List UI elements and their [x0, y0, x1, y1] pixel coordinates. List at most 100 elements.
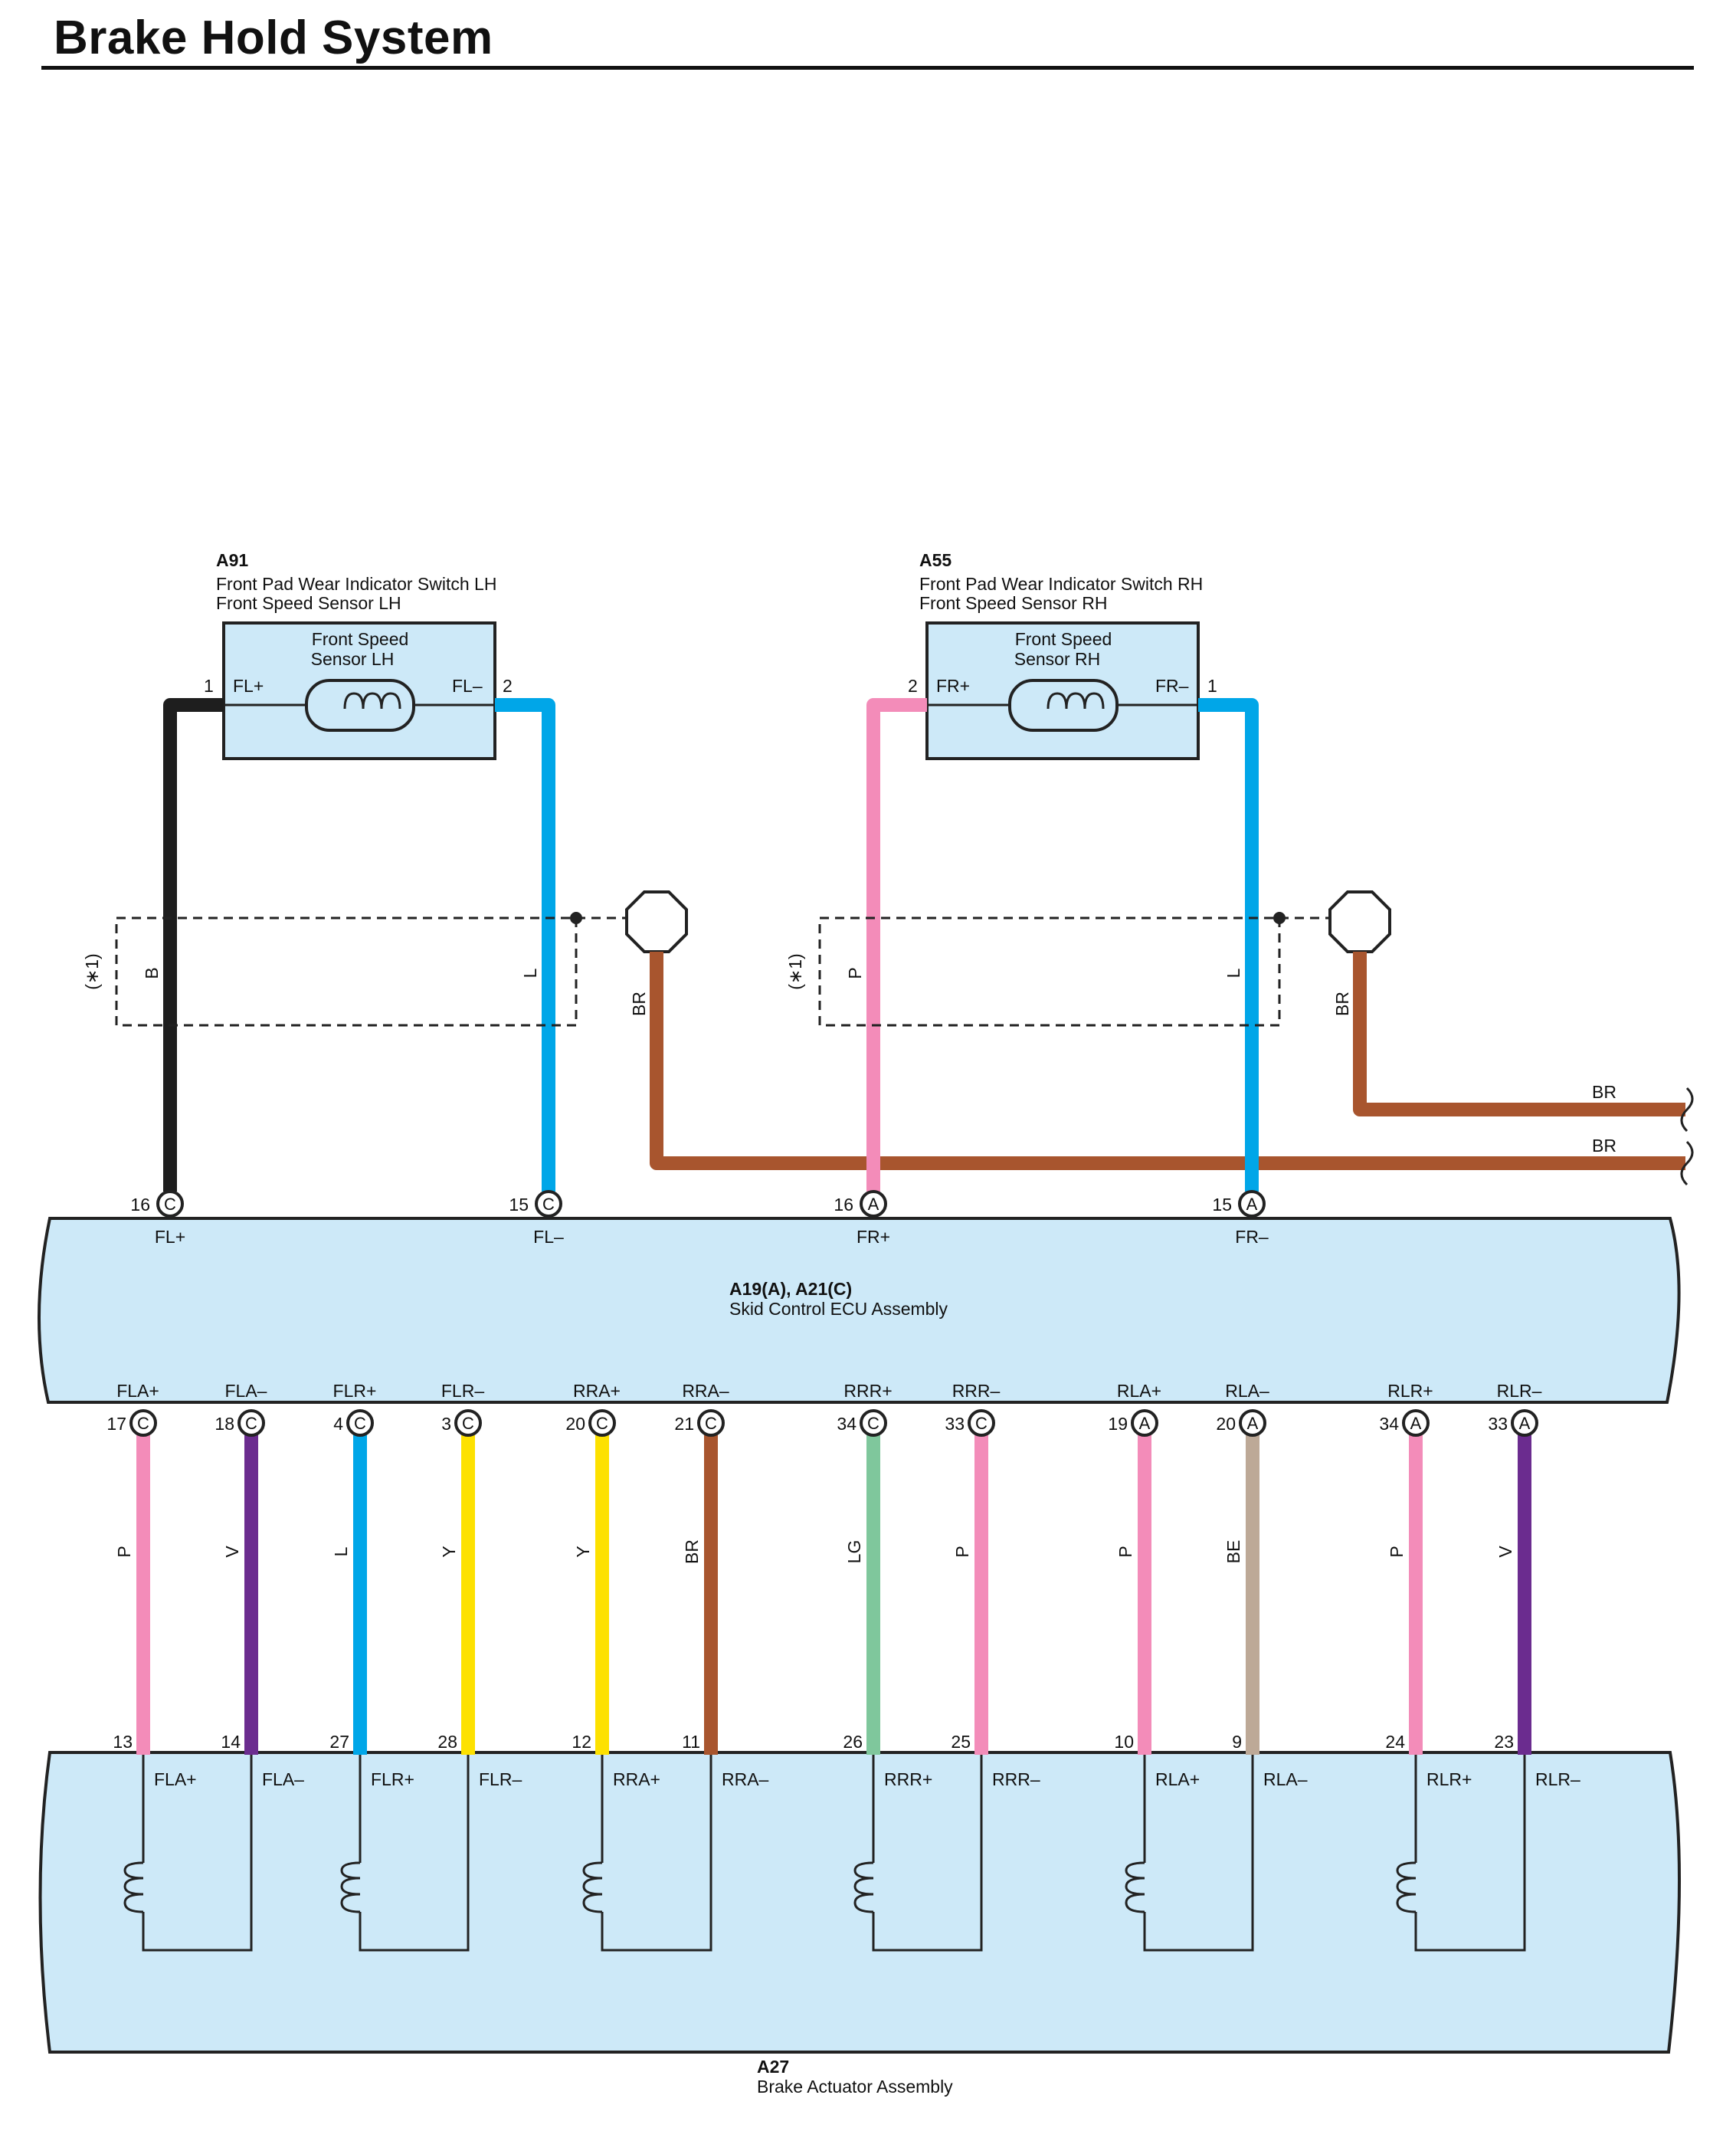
ecu-pin-label-flaminus: FLA– — [225, 1381, 267, 1401]
ecu-pin-conn-rlaplus: A — [1139, 1414, 1151, 1433]
solenoid-coil-icon — [123, 1861, 144, 1913]
ecu-pin-label-rrrplus: RRR+ — [843, 1381, 892, 1401]
solenoid-coil-icon — [340, 1861, 361, 1913]
ecu-pin-conn-rlaminus: A — [1247, 1414, 1259, 1433]
ecu-pin-conn-flrplus: C — [354, 1414, 366, 1433]
sensor-rh-pin-plus: 2 — [908, 676, 918, 696]
ecu-pin-conn-rrrplus: C — [867, 1414, 879, 1433]
ecu-pin-conn-rraplus: C — [596, 1414, 608, 1433]
wire-break-upper-icon — [1680, 1087, 1694, 1133]
ecu-pin-label-rlrplus: RLR+ — [1387, 1381, 1433, 1401]
ecu-pin-num-rraplus: 20 — [565, 1414, 585, 1434]
shield-lh-note: (∗1) — [82, 953, 102, 989]
wire-rh-label-l: L — [1223, 968, 1243, 978]
actuator-name: Brake Actuator Assembly — [757, 2077, 953, 2097]
ecu-pin-fl-plus-conn: C — [164, 1195, 176, 1214]
ecu-pin-fl-plus-label: FL+ — [155, 1227, 185, 1247]
solenoid-3 — [582, 1755, 712, 1952]
ecu-pin-circle-rlrplus — [1402, 1409, 1430, 1437]
ecu-pin-conn-flaminus: C — [245, 1414, 257, 1433]
ecu-pin-circle-rlaminus — [1239, 1409, 1266, 1437]
ecu-pin-circle-rlaplus — [1131, 1409, 1158, 1437]
title-rule — [41, 66, 1694, 70]
act-label-rlaplus: RLA+ — [1155, 1769, 1200, 1789]
act-label-rrrminus: RRR– — [992, 1769, 1040, 1789]
sensor-lh-coil-icon — [305, 679, 415, 732]
sensor-rh-pin-minus: 1 — [1207, 676, 1217, 696]
actuator-code: A27 — [757, 2057, 789, 2077]
shield-rh — [818, 916, 1281, 1027]
ecu-name: Skid Control ECU Assembly — [729, 1299, 948, 1319]
ecu-pin-fl-minus-conn: C — [542, 1195, 555, 1214]
ecu-pin-conn-rrrminus: C — [975, 1414, 988, 1433]
ecu-pin-conn-rraminus: C — [705, 1414, 717, 1433]
sensor-lh-name-2: Front Speed Sensor LH — [216, 593, 401, 613]
solenoid-coil-icon — [1396, 1861, 1417, 1913]
wire-rh-label-br: BR — [1332, 992, 1352, 1016]
act-pin-num-flrminus: 28 — [437, 1732, 457, 1752]
wire-code-flaplus: P — [114, 1546, 134, 1557]
sensor-lh-name-1: Front Pad Wear Indicator Switch LH — [216, 574, 496, 594]
bottom-circuits: C17FLA+P13FLA+C18FLA–V14FLA–C4FLR+L27FLR… — [106, 1381, 1580, 1952]
act-label-rraplus: RRA+ — [613, 1769, 660, 1789]
act-label-rlrplus: RLR+ — [1426, 1769, 1472, 1789]
wire-lh-label-br: BR — [629, 992, 649, 1016]
wire-code-rlrplus: P — [1387, 1546, 1407, 1557]
wire-code-flrminus: Y — [439, 1546, 459, 1557]
ecu-pin-circle-rlrminus — [1511, 1409, 1538, 1437]
wire-code-rlaminus: BE — [1223, 1540, 1243, 1564]
solenoid-coil-icon — [582, 1861, 603, 1913]
act-pin-num-rlaminus: 9 — [1232, 1732, 1242, 1752]
solenoid-2 — [340, 1755, 470, 1952]
solenoid-1 — [123, 1755, 253, 1952]
ecu-pin-fr-minus: A 15 FR– — [1212, 1190, 1269, 1247]
sensor-lh-box — [222, 621, 496, 760]
wire-lh-label-b: B — [142, 967, 162, 979]
act-label-flaminus: FLA– — [262, 1769, 304, 1789]
ecu-top-pins: C 16 FL+ C 15 FL– A 16 FR+ A 15 FR– — [130, 1190, 1269, 1247]
ecu-pin-label-rraplus: RRA+ — [573, 1381, 621, 1401]
sensor-rh-code: A55 — [919, 550, 952, 570]
sensor-rh-label-plus: FR+ — [936, 676, 970, 696]
ecu-code: A19(A), A21(C) — [729, 1279, 852, 1299]
ecu-pin-num-flaplus: 17 — [106, 1414, 126, 1434]
ecu-pin-label-flrminus: FLR– — [441, 1381, 484, 1401]
ecu-pin-fl-plus: C 16 FL+ — [130, 1190, 185, 1247]
wire-rh-fr-plus — [866, 698, 927, 1192]
ecu-pin-label-flrplus: FLR+ — [333, 1381, 377, 1401]
br-continuation-lower: BR — [1592, 1136, 1616, 1156]
wire-rh-fr-minus — [1198, 698, 1259, 1192]
sensor-lh-label-minus: FL– — [452, 676, 483, 696]
ecu-pin-fr-plus-label: FR+ — [857, 1227, 890, 1247]
ecu-pin-conn-rlrplus: A — [1410, 1414, 1422, 1433]
ecu-pin-circle-rrrplus — [860, 1409, 887, 1437]
ecu-pin-num-flaminus: 18 — [215, 1414, 234, 1434]
ecu-pin-num-rrrminus: 33 — [945, 1414, 965, 1434]
page-title: Brake Hold System — [54, 11, 493, 64]
sensor-lh-code: A91 — [216, 550, 248, 570]
act-pin-num-rraplus: 12 — [572, 1732, 591, 1752]
act-pin-num-rrrminus: 25 — [951, 1732, 971, 1752]
solenoid-6 — [1396, 1755, 1526, 1952]
ecu-pin-circle-flrplus — [346, 1409, 374, 1437]
br-continuation-upper: BR — [1592, 1082, 1616, 1102]
ecu-pin-num-rlrminus: 33 — [1488, 1414, 1508, 1434]
act-label-rlaminus: RLA– — [1263, 1769, 1308, 1789]
wire-code-flaminus: V — [222, 1546, 242, 1558]
sensor-rh-name-2: Front Speed Sensor RH — [919, 593, 1107, 613]
ecu-pin-circle-rraminus — [697, 1409, 725, 1437]
sensor-lh-label-plus: FL+ — [233, 676, 264, 696]
ecu-pin-num-rlaminus: 20 — [1216, 1414, 1236, 1434]
wire-code-rraplus: Y — [573, 1546, 593, 1557]
ecu-pin-label-rlaminus: RLA– — [1225, 1381, 1269, 1401]
ecu-pin-num-rlaplus: 19 — [1108, 1414, 1128, 1434]
sensor-lh-inner-1: Front Speed — [312, 629, 409, 649]
